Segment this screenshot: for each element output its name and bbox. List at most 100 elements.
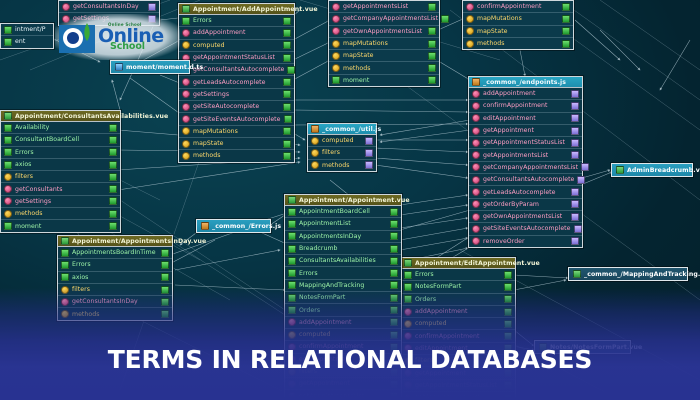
node-row[interactable]: Errors	[401, 269, 515, 282]
node-row[interactable]: mapState	[329, 50, 439, 63]
node-row[interactable]: mapState	[463, 26, 573, 38]
vue-file-icon	[616, 166, 624, 174]
node-row[interactable]: getOrderByParam	[469, 199, 582, 211]
node-row[interactable]: getAppointmentsList	[469, 149, 582, 162]
node-row[interactable]: methods	[463, 38, 573, 49]
node-row[interactable]: filters	[1, 171, 120, 184]
node-row[interactable]: intment/P	[1, 24, 53, 37]
node-row[interactable]: AppointmentsInDay	[285, 231, 401, 243]
diagram-node-common-errors-js[interactable]: _common_/Errors.js	[196, 219, 281, 233]
node-row-label: getOrderByParam	[483, 200, 540, 208]
node-row[interactable]: getOwnAppointmentsList	[469, 211, 582, 224]
node-row[interactable]: getConsultantsInDay	[59, 1, 159, 14]
node-row[interactable]: getSiteEventsAutocomplete	[469, 223, 582, 236]
node-row-label: AppointmentsInDay	[299, 232, 362, 240]
node-header[interactable]: _common_/MappingAndTracking.vue	[569, 268, 700, 280]
node-row[interactable]: getAppointmentsList	[329, 1, 439, 14]
node-header[interactable]: _common_/endpoints.js	[469, 77, 582, 88]
node-row[interactable]: getConsultantsAutocomplete	[469, 174, 586, 187]
node-row[interactable]: getSiteEventsAutocomplete	[179, 113, 294, 126]
method-icon	[472, 224, 480, 233]
node-row[interactable]: mapMutations	[329, 38, 439, 51]
node-row[interactable]: editAppointment	[469, 113, 582, 125]
node-header[interactable]: Appointment/AppointmentsInDay.vue	[58, 236, 206, 247]
diagram-node-moment-d-ts[interactable]: moment/moment.d.ts	[110, 60, 203, 74]
node-row[interactable]: getAppointmentStatusList	[469, 137, 582, 150]
node-row[interactable]: removeOrder	[469, 236, 582, 247]
logo-mark-icon	[57, 19, 97, 55]
vue-icon	[288, 232, 296, 241]
export-marker-icon	[283, 28, 291, 37]
node-row[interactable]: mapMutations	[179, 126, 294, 138]
node-row[interactable]: mapState	[179, 138, 294, 151]
node-row[interactable]: Errors	[1, 147, 120, 159]
node-row[interactable]: addAppointment	[469, 88, 582, 101]
node-header[interactable]: Appointment/ConsultantsAvailabilities.vu…	[1, 111, 168, 122]
node-row[interactable]: getSettings	[1, 196, 120, 209]
node-row[interactable]: getSiteAutocomplete	[179, 101, 294, 114]
export-marker-icon	[577, 175, 586, 184]
node-row[interactable]: mapMutations	[463, 13, 573, 26]
node-row[interactable]: ConsultantsAvailabilities	[285, 255, 401, 268]
node-row-label: computed	[193, 41, 225, 49]
node-header[interactable]: Appointment/Appointment.vue	[285, 195, 410, 206]
node-row[interactable]: addAppointment	[179, 27, 294, 40]
node-header[interactable]: Appointment/EditAppointment.vue	[401, 258, 540, 269]
node-row[interactable]: confirmAppointment	[463, 1, 573, 14]
node-row[interactable]: getOwnAppointmentsList	[329, 26, 439, 38]
node-header[interactable]: _common_/Errors.js	[197, 220, 281, 232]
node-row[interactable]: getAppointmentStatusList	[179, 52, 294, 65]
node-row[interactable]: ConsultantBoardCell	[1, 134, 120, 147]
node-row[interactable]: moment	[1, 220, 120, 231]
computed-icon	[466, 27, 474, 36]
node-row-label: AppointmentsBoardInTime	[72, 249, 156, 257]
node-row[interactable]: getLeadsAutocomplete	[469, 186, 582, 199]
node-row[interactable]: getAppointment	[469, 125, 582, 138]
node-header[interactable]: Appointment/AddAppointment.vue	[179, 4, 318, 15]
node-title: _common_/util.js	[322, 125, 382, 133]
node-row-label: Availability	[15, 124, 50, 132]
node-row[interactable]: AppointmentList	[285, 218, 401, 231]
diagram-node-appointment-consultants-availabilities-vue[interactable]: Appointment/ConsultantsAvailabilities.vu…	[0, 110, 168, 233]
diagram-node-common-mapping-and-tracking-vue[interactable]: _common_/MappingAndTracking.vue	[568, 267, 700, 281]
node-header[interactable]: moment/moment.d.ts	[111, 61, 203, 73]
diagram-node-admin-breadcrumb-vue[interactable]: AdminBreadcrumb.vue	[611, 163, 700, 177]
node-row[interactable]: ent	[1, 36, 53, 47]
node-row[interactable]: methods	[329, 62, 439, 75]
node-row[interactable]: Breadcrumb	[285, 243, 401, 256]
export-marker-icon	[109, 185, 117, 194]
node-row[interactable]: computed	[308, 135, 376, 148]
node-row[interactable]: Errors	[179, 15, 294, 28]
node-row[interactable]: moment	[329, 75, 439, 86]
node-row[interactable]: getConsultants	[1, 183, 120, 196]
node-header[interactable]: AdminBreadcrumb.vue	[612, 164, 700, 176]
node-row[interactable]: computed	[179, 40, 294, 52]
node-row[interactable]: getSettings	[179, 89, 294, 102]
export-marker-icon	[283, 139, 291, 148]
node-row[interactable]: getCompanyAppointmentsList	[329, 13, 450, 26]
computed-icon	[4, 172, 12, 181]
node-row[interactable]: Errors	[58, 259, 172, 272]
node-row[interactable]: AppointmentsBoardInTime	[58, 247, 172, 260]
node-row-label: filters	[15, 173, 33, 181]
node-row[interactable]: Errors	[285, 267, 401, 280]
node-row[interactable]: methods	[1, 208, 120, 221]
node-row[interactable]: axios	[58, 272, 172, 284]
node-row[interactable]: Availability	[1, 122, 120, 135]
node-row[interactable]: confirmAppointment	[469, 100, 582, 113]
node-row[interactable]: getCompanyAppointmentsList	[469, 162, 590, 175]
node-row[interactable]: axios	[1, 159, 120, 172]
node-row[interactable]: filters	[308, 147, 376, 160]
node-row[interactable]: getLeadsAutocomplete	[179, 76, 294, 89]
node-row[interactable]: AppointmentBoardCell	[285, 206, 401, 219]
node-row[interactable]: methods	[179, 150, 294, 161]
node-header[interactable]: _common_/util.js	[308, 124, 381, 135]
node-row[interactable]: methods	[308, 160, 376, 171]
